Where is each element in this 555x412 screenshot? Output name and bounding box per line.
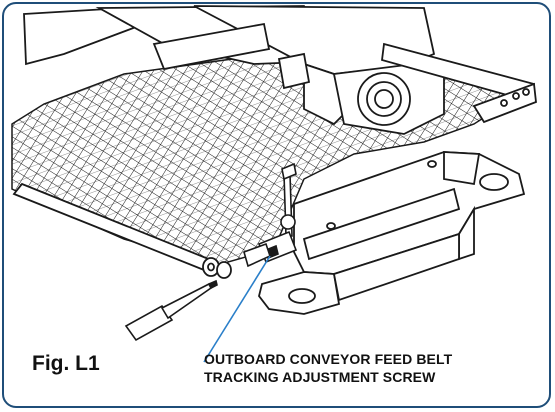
- screwdriver: [124, 279, 218, 342]
- callout-line-2: TRACKING ADJUSTMENT SCREW: [204, 369, 436, 385]
- callout-leader-line: [203, 255, 271, 363]
- callout-text: OUTBOARD CONVEYOR FEED BELT TRACKING ADJ…: [204, 350, 534, 386]
- callout-line-1: OUTBOARD CONVEYOR FEED BELT: [204, 351, 453, 367]
- figure-label: Fig. L1: [32, 352, 100, 375]
- mounting-bracket: [258, 151, 526, 315]
- conveyor-illustration: [11, 5, 537, 363]
- belt-end-roller: [12, 182, 232, 279]
- tracking-adjustment-assembly: [243, 162, 298, 268]
- side-rail: [381, 42, 537, 124]
- figure-frame: Fig. L1 OUTBOARD CONVEYOR FEED BELT TRAC…: [2, 2, 551, 408]
- feed-housing: [23, 5, 445, 135]
